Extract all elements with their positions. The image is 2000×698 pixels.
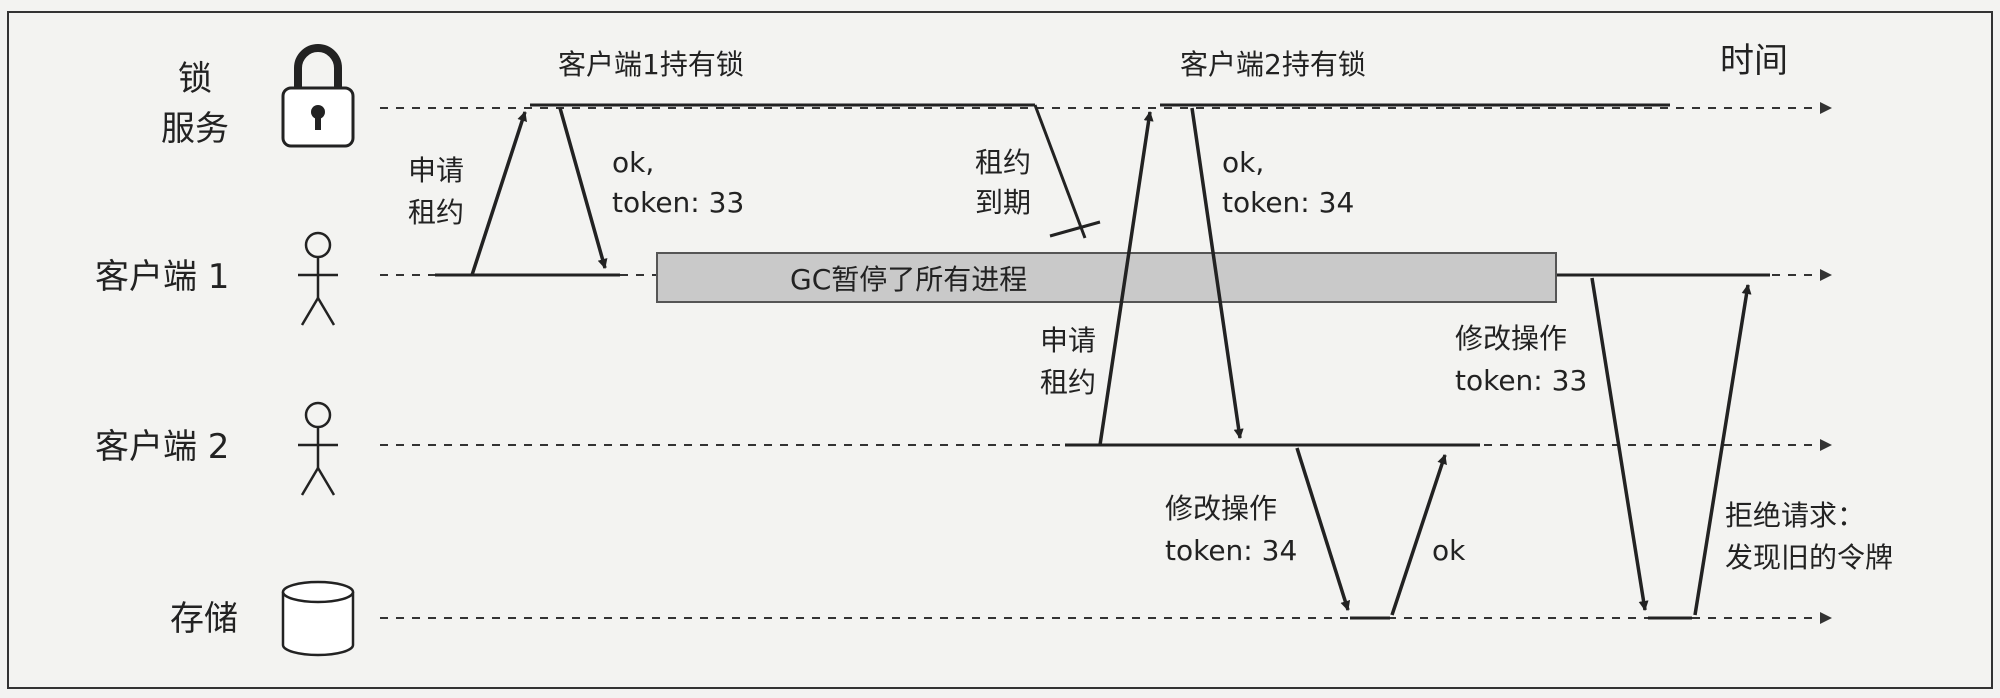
reject-label: 发现旧的令牌 [1725,541,1893,574]
storage-ok-arrow [1390,454,1447,616]
client2-request-label: 租约 [1040,366,1096,399]
client1-request-label: 租约 [408,196,464,229]
client1-holds-lock-label: 客户端1持有锁 [558,48,744,81]
storage-label: 存储 [170,599,238,639]
client1-grant-label: token: 33 [612,186,744,219]
gc-pause-bar [656,252,1557,303]
lane-arrowhead [1820,612,1832,624]
lane-arrowhead [1820,102,1832,114]
client1-request-lease-arrow [470,111,527,276]
lane-arrowhead [1820,439,1832,451]
client2-request-lease-arrow [1098,111,1154,446]
gc-pause-label: GC暂停了所有进程 [790,263,1027,296]
time-label: 时间 [1720,41,1788,81]
client1-write-label: 修改操作 [1455,322,1567,355]
lease-expired-label: 租约 [975,146,1031,179]
frame [7,11,1993,689]
client2-write-label: 修改操作 [1165,492,1277,525]
client1-label: 客户端 1 [95,257,229,297]
lock-icon [281,44,355,148]
client1-write-label: token: 33 [1455,364,1587,397]
person-icon [298,231,338,326]
lease-expired-label: 到期 [975,186,1031,219]
client2-request-label: 申请 [1040,324,1096,357]
lease-expiry-cross [1049,220,1101,238]
client2-grant-label: token: 34 [1222,186,1354,219]
client2-grant-label: ok, [1222,146,1264,179]
database-icon [281,580,355,657]
lock-service-label: 锁 [178,59,212,99]
lane-arrowhead [1820,269,1832,281]
client2-holds-lock-label: 客户端2持有锁 [1180,48,1366,81]
lease-expiry-line [1033,104,1087,239]
client1-grant-arrow [558,107,608,269]
client2-write-label: token: 34 [1165,534,1297,567]
storage-ok-label: ok [1432,534,1466,567]
person-icon [298,401,338,496]
client1-write-arrow [1590,277,1649,611]
client2-write-arrow [1295,447,1351,611]
client1-request-label: 申请 [408,154,464,187]
client1-grant-label: ok, [612,146,654,179]
storage-reject-arrow [1693,284,1752,616]
reject-label: 拒绝请求： [1725,499,1865,532]
lock-service-label: 服务 [161,109,229,149]
client2-grant-arrow [1190,107,1244,439]
client2-label: 客户端 2 [95,427,229,467]
